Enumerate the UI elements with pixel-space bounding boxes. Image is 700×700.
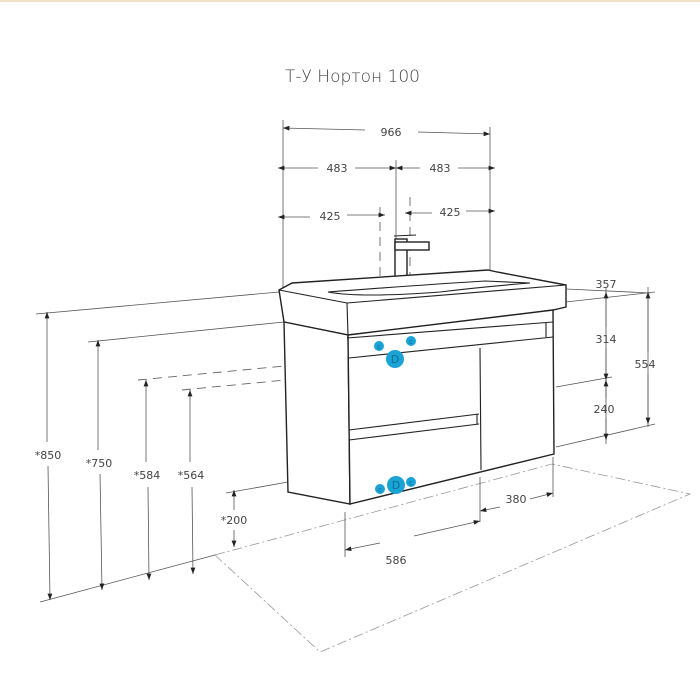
faucet bbox=[393, 234, 430, 282]
page-title: Т-У Нортон 100 bbox=[285, 67, 420, 87]
dim-554: 554 bbox=[635, 358, 656, 371]
svg-text:c: c bbox=[409, 479, 413, 487]
hot-water-marker-lower bbox=[406, 477, 416, 487]
dim-966: 966 bbox=[381, 126, 402, 139]
water-connection-markers: c c D c c D bbox=[374, 336, 416, 494]
drain-marker-lower bbox=[387, 476, 405, 494]
dim-380: 380 bbox=[506, 493, 527, 506]
dim-483-right: 483 bbox=[430, 162, 451, 175]
svg-text:D: D bbox=[392, 479, 400, 492]
dim-240: 240 bbox=[594, 403, 615, 416]
cold-water-marker-lower bbox=[375, 484, 385, 494]
dim-483-left: 483 bbox=[327, 162, 348, 175]
dim-586: 586 bbox=[386, 554, 407, 567]
dim-850: *850 bbox=[35, 449, 62, 462]
dim-314: 314 bbox=[596, 333, 617, 346]
dim-200: *200 bbox=[221, 514, 248, 527]
svg-text:c: c bbox=[378, 486, 382, 494]
floor-outline bbox=[214, 463, 692, 653]
dim-584: *584 bbox=[134, 469, 161, 482]
vanity-cabinet bbox=[283, 309, 555, 505]
svg-text:c: c bbox=[409, 338, 413, 346]
hot-water-marker bbox=[406, 336, 416, 346]
dim-750: *750 bbox=[86, 457, 113, 470]
drain-marker bbox=[386, 350, 404, 368]
dim-357: 357 bbox=[596, 278, 617, 291]
cold-water-marker bbox=[374, 341, 384, 351]
dim-425-left: 425 bbox=[320, 210, 341, 223]
svg-text:D: D bbox=[391, 353, 399, 366]
svg-text:c: c bbox=[377, 343, 381, 351]
dim-564: *564 bbox=[178, 469, 205, 482]
dim-425-right: 425 bbox=[440, 206, 461, 219]
